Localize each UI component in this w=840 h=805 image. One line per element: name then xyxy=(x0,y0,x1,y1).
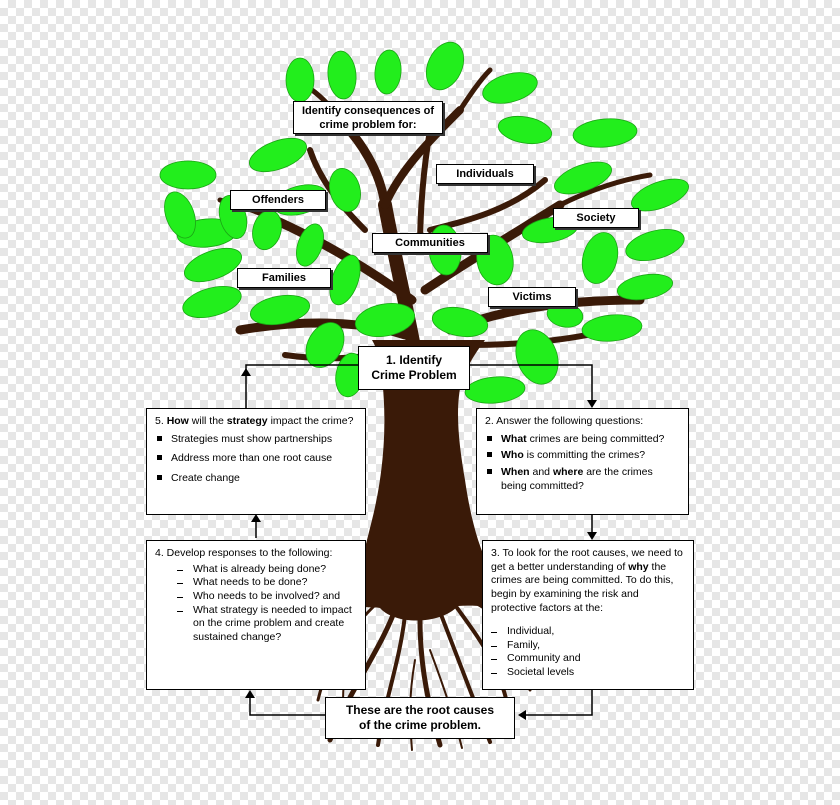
list-item: Community and xyxy=(491,652,685,666)
list-item: Societal levels xyxy=(491,666,685,680)
label-victims: Victims xyxy=(488,287,576,307)
tree-leaves xyxy=(159,41,689,404)
list-item: What needs to be done? xyxy=(177,576,357,590)
list-item: Individual, xyxy=(491,625,685,639)
arrow-up-icon xyxy=(241,368,251,376)
list-item: Family, xyxy=(491,639,685,653)
label-offenders: Offenders xyxy=(230,190,326,210)
consequences-header: Identify consequences of crime problem f… xyxy=(293,101,443,134)
list-item: Who needs to be involved? and xyxy=(177,590,357,604)
list-item: What crimes are being committed? xyxy=(485,433,680,447)
list-item: What strategy is needed to impact on the… xyxy=(177,604,357,645)
flow-connectors xyxy=(245,364,593,716)
label-communities: Communities xyxy=(372,233,488,253)
list-item: Create change xyxy=(155,472,357,486)
step1-line1: 1. Identify xyxy=(385,353,442,367)
step4-title: 4. Develop responses to the following: xyxy=(155,547,333,559)
list-item: When and where are the crimes being comm… xyxy=(485,466,680,493)
step2-title: 2. Answer the following questions: xyxy=(485,415,644,427)
consequences-header-line2: crime problem for: xyxy=(319,118,417,131)
arrow-left-icon xyxy=(518,710,526,720)
step5-box: 5. How will the strategy impact the crim… xyxy=(146,408,366,515)
label-individuals: Individuals xyxy=(436,164,534,184)
tree-trunk xyxy=(360,340,488,565)
step3-box: 3. To look for the root causes, we need … xyxy=(482,540,694,690)
list-item: Who is committing the crimes? xyxy=(485,449,680,463)
step2-box: 2. Answer the following questions: What … xyxy=(476,408,689,515)
root-causes-box: These are the root causes of the crime p… xyxy=(325,697,515,739)
arrow-down-icon xyxy=(587,532,597,540)
step5-title: 5. How will the strategy impact the crim… xyxy=(155,415,354,427)
list-item: Strategies must show partnerships xyxy=(155,433,357,447)
step1-identify-box: 1. Identify Crime Problem xyxy=(358,346,470,390)
consequences-header-line1: Identify consequences of xyxy=(301,104,435,117)
label-families: Families xyxy=(237,268,331,288)
step3-text: 3. To look for the root causes, we need … xyxy=(491,547,683,614)
arrow-up-icon xyxy=(245,690,255,698)
label-society: Society xyxy=(553,208,639,228)
root-causes-line1: These are the root causes xyxy=(345,703,495,717)
list-item: What is already being done? xyxy=(177,563,357,577)
arrow-up-icon xyxy=(251,514,261,522)
list-item: Address more than one root cause xyxy=(155,452,357,466)
step4-box: 4. Develop responses to the following: W… xyxy=(146,540,366,690)
step1-line2: Crime Problem xyxy=(371,368,457,382)
root-causes-line2: of the crime problem. xyxy=(358,718,482,732)
arrow-down-icon xyxy=(587,400,597,408)
